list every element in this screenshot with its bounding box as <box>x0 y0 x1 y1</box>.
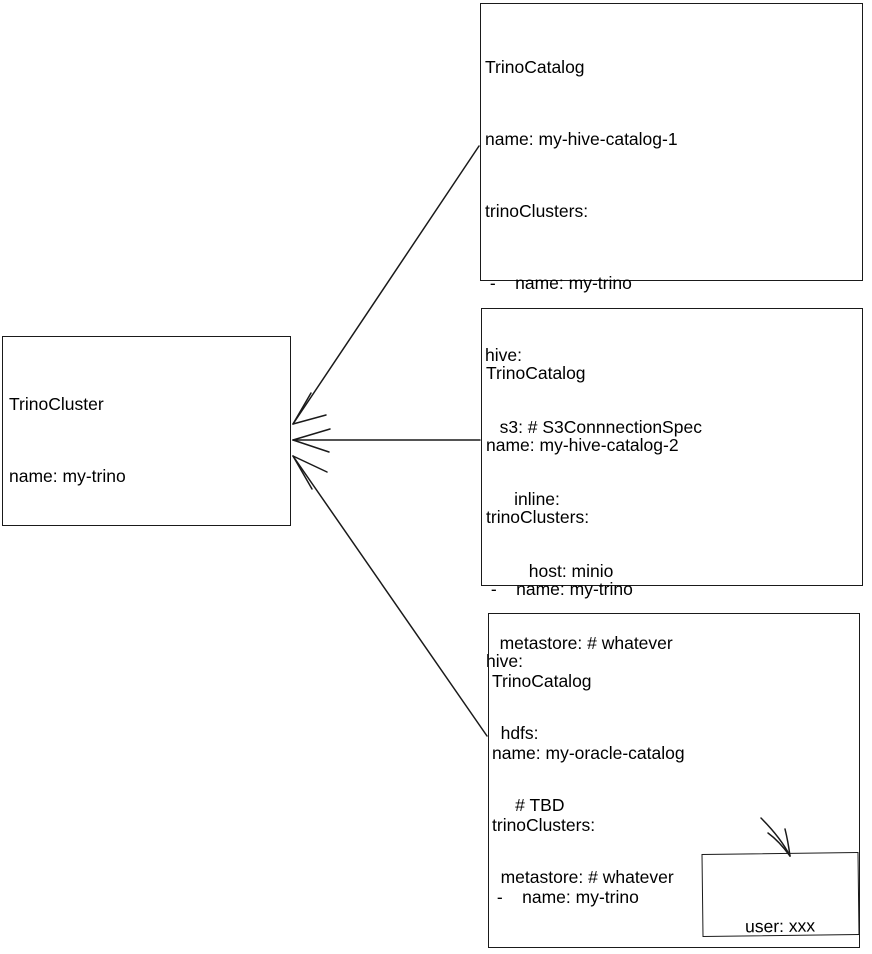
catalog3-line-1: name: my-oracle-catalog <box>492 743 685 763</box>
trino-catalog-hive-2-text: TrinoCatalog name: my-hive-catalog-2 tri… <box>486 313 859 937</box>
catalog1-line-6: inline: <box>485 489 560 509</box>
catalog2-line-6: # TBD <box>486 795 565 815</box>
catalog1-line-5: s3: # S3ConnnectionSpec <box>485 417 702 437</box>
catalog2-line-2: trinoClusters: <box>486 507 590 527</box>
catalog2-line-0: TrinoCatalog <box>486 363 586 383</box>
catalog2-line-5: hdfs: <box>486 723 539 743</box>
arrow-catalog2-to-cluster <box>292 428 481 453</box>
catalog1-line-7: host: minio <box>485 561 614 581</box>
catalog1-line-4: hive: <box>485 345 522 365</box>
trino-cluster-text: TrinoCluster name: my-trino <box>9 344 287 536</box>
catalog2-line-4: hive: <box>486 651 523 671</box>
trino-cluster-box[interactable] <box>2 336 291 526</box>
arrow-catalog1-to-cluster <box>292 145 480 425</box>
catalog1-line-0: TrinoCatalog <box>485 57 585 77</box>
oracle-credentials-secret-text: user: xxx password: xxx <box>701 865 860 954</box>
trino-catalog-hive-1-box[interactable] <box>480 3 863 281</box>
catalog2-line-1: name: my-hive-catalog-2 <box>486 435 679 455</box>
arrow-catalog3-to-cluster <box>292 455 488 737</box>
trino-catalog-oracle-text: TrinoCatalog name: my-oracle-catalog tri… <box>492 621 856 954</box>
catalog3-line-3: - name: my-trino <box>492 887 639 907</box>
catalog3-line-0: TrinoCatalog <box>492 671 592 691</box>
trino-catalog-hive-1-text: TrinoCatalog name: my-hive-catalog-1 tri… <box>485 7 859 703</box>
catalog3-line-2: trinoClusters: <box>492 815 596 835</box>
catalog1-line-3: - name: my-trino <box>485 273 632 293</box>
trino-catalog-oracle-box[interactable] <box>488 613 860 948</box>
trino-catalog-hive-2-box[interactable] <box>481 308 863 586</box>
secret-line-0: user: xxx <box>744 915 816 937</box>
catalog2-line-3: - name: my-trino <box>486 579 633 599</box>
catalog2-line-7: metastore: # whatever <box>486 867 674 887</box>
catalog1-line-8: metastore: # whatever <box>485 633 673 653</box>
catalog1-line-2: trinoClusters: <box>485 201 589 221</box>
cluster-line-1: name: my-trino <box>9 466 126 486</box>
cluster-line-0: TrinoCluster <box>9 394 104 414</box>
catalog1-line-1: name: my-hive-catalog-1 <box>485 129 678 149</box>
